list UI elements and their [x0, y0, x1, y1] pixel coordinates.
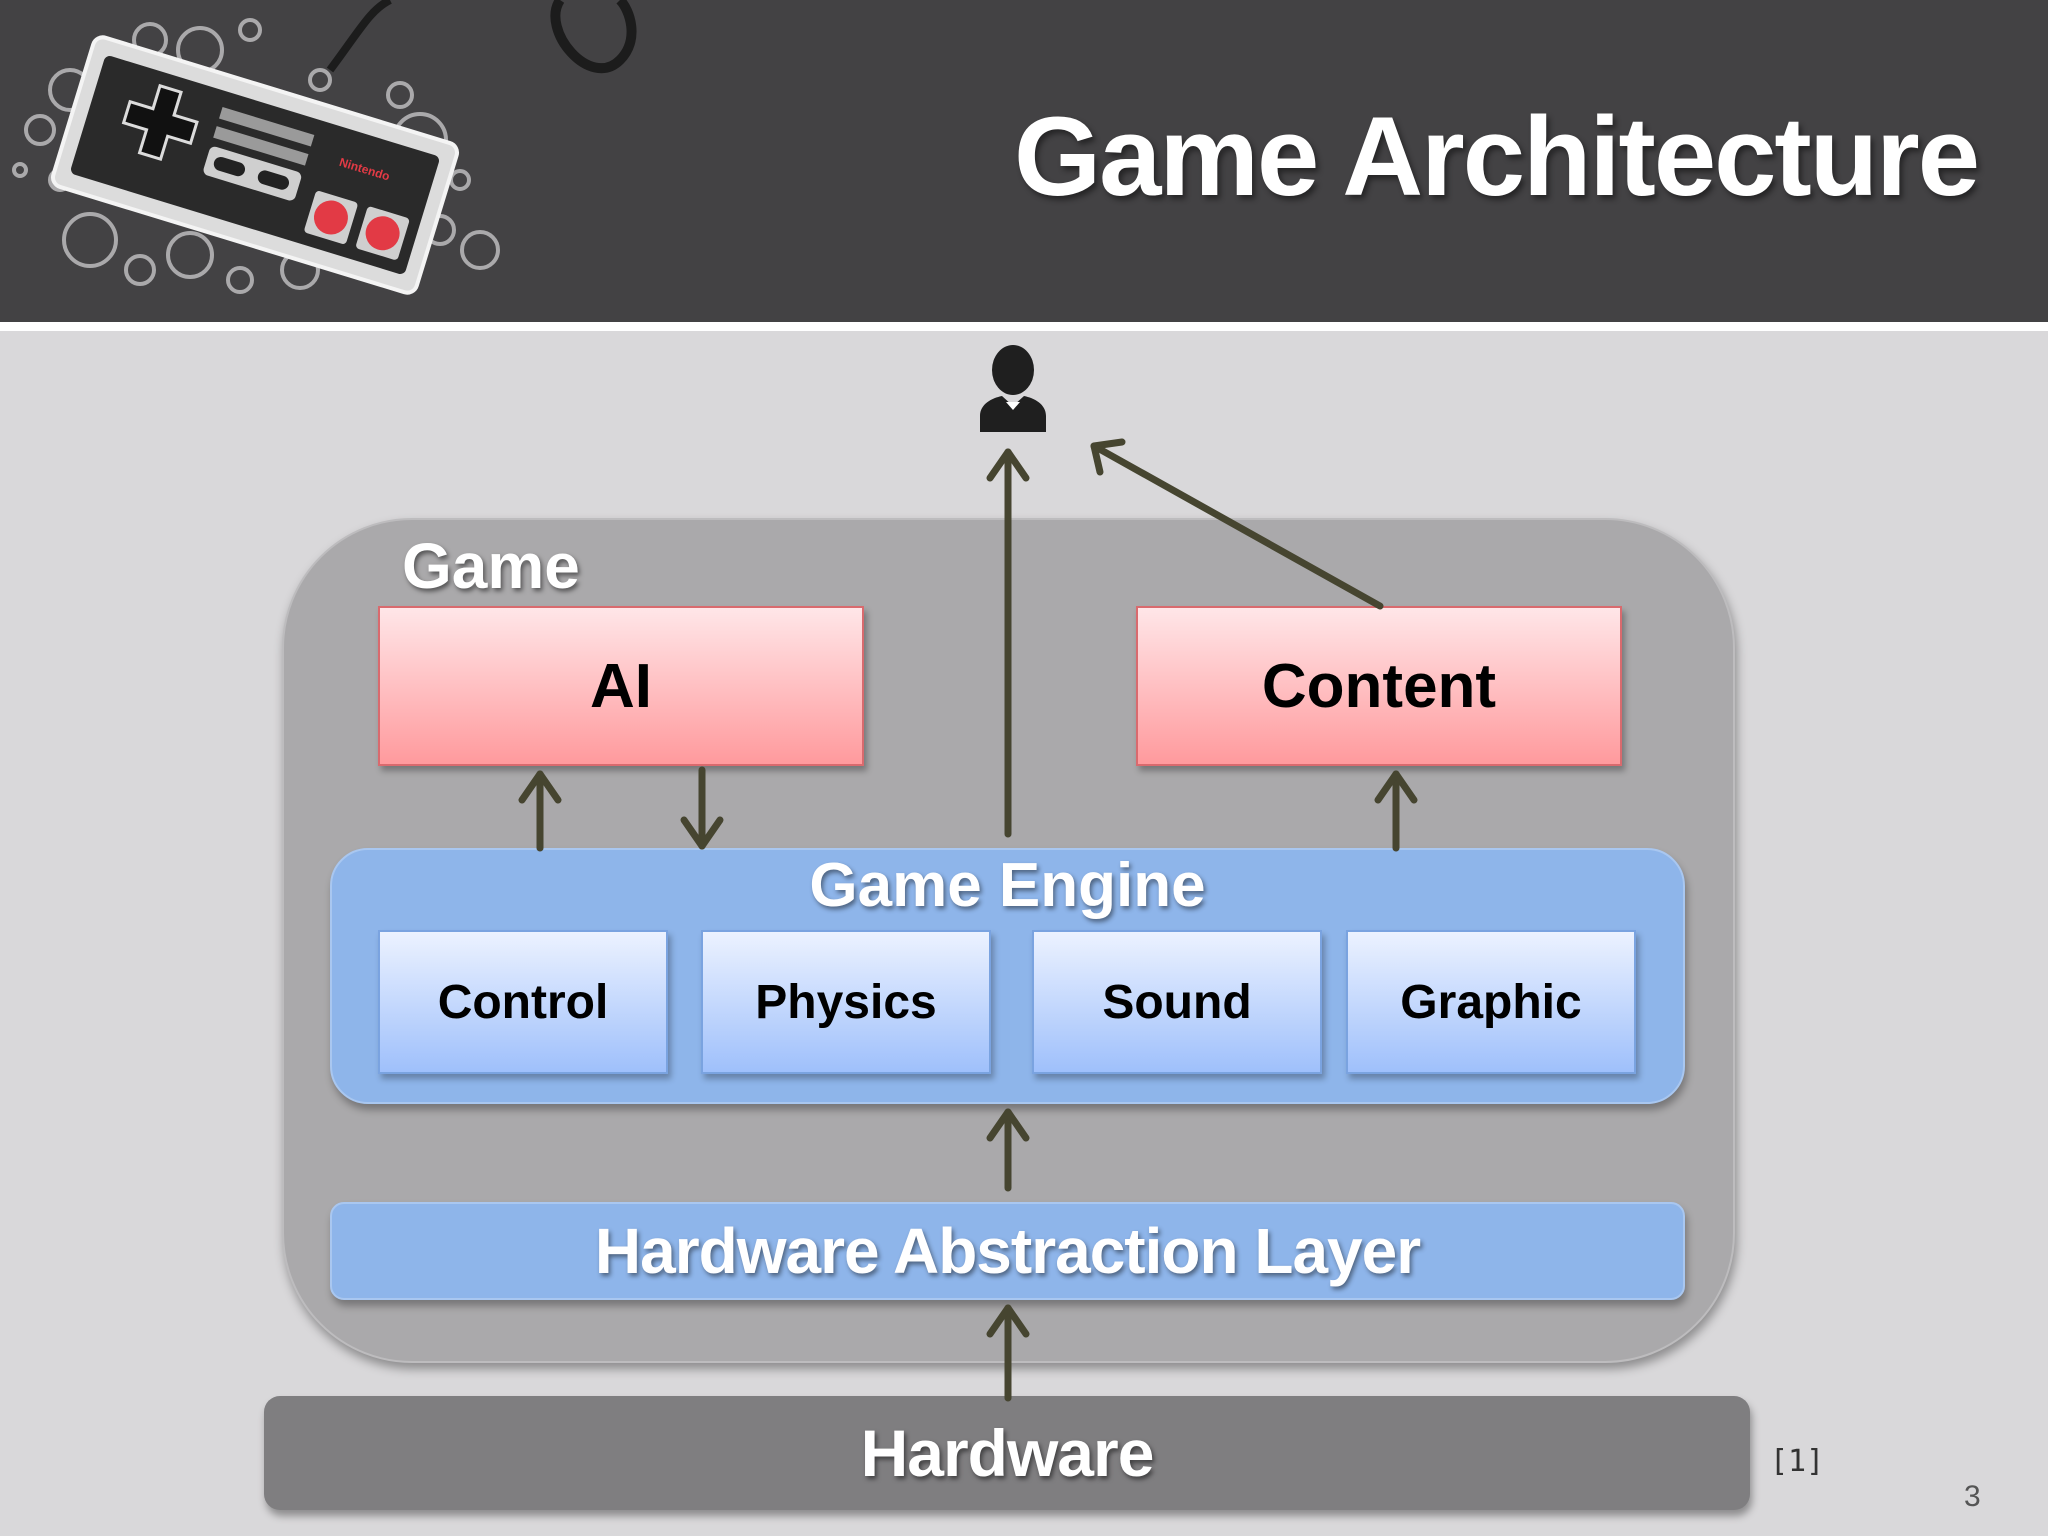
graphic-label: Graphic [1400, 975, 1582, 1029]
arrow-ai-to-engine [680, 766, 724, 850]
slide-title: Game Architecture [1014, 94, 1980, 219]
citation: [1] [1770, 1444, 1825, 1479]
game-controller-icon: Nintendo [12, 0, 637, 295]
arrow-engine-to-content [1374, 770, 1418, 852]
graphic-module: Graphic [1346, 930, 1636, 1074]
hardware-label: Hardware [860, 1416, 1155, 1490]
hardware-abstraction-layer: Hardware Abstraction Layer [330, 1202, 1685, 1300]
control-label: Control [437, 975, 609, 1029]
content-label: Content [1261, 651, 1497, 721]
sound-module: Sound [1032, 930, 1322, 1074]
arrow-hardware-to-hal [986, 1304, 1030, 1402]
control-module: Control [378, 930, 668, 1074]
physics-label: Physics [755, 975, 937, 1029]
ai-box: AI [378, 606, 864, 766]
arrow-engine-to-ai [518, 770, 562, 852]
ai-label: AI [590, 651, 652, 721]
header-divider [0, 322, 2048, 331]
physics-module: Physics [701, 930, 991, 1074]
hal-label: Hardware Abstraction Layer [594, 1215, 1421, 1287]
page-number: 3 [1964, 1480, 1981, 1513]
game-label: Game [402, 530, 580, 602]
arrow-engine-to-user [986, 448, 1030, 838]
game-engine-label: Game Engine [809, 851, 1206, 920]
arrow-content-to-user [1090, 438, 1384, 610]
arrow-hal-to-engine [986, 1108, 1030, 1192]
sound-label: Sound [1102, 975, 1252, 1029]
hardware-bar: Hardware [264, 1396, 1750, 1510]
content-box: Content [1136, 606, 1622, 766]
person-icon [980, 345, 1046, 432]
